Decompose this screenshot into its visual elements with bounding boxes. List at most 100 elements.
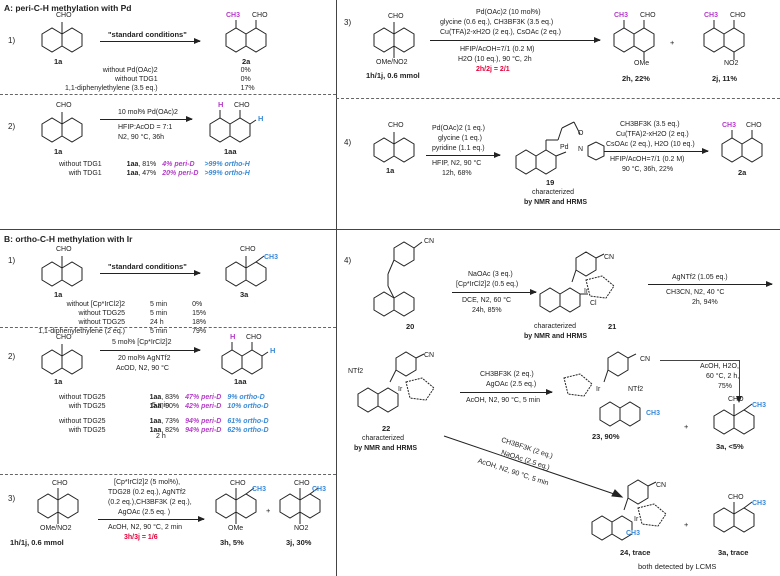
o-label: O <box>578 130 584 137</box>
characterized-label: by NMR and HRMS <box>524 199 587 206</box>
condition-label: DCE, N2, 60 °C <box>462 297 512 304</box>
cho-label: CHO <box>746 122 762 129</box>
section-a-title: A: peri-C-H methylation with Pd <box>4 3 132 13</box>
substituent-label: OMe <box>228 525 244 532</box>
plus-sign: + <box>684 422 689 431</box>
compound-2a: 2a <box>242 57 251 66</box>
compound-1a: 1a <box>54 290 63 299</box>
reaction-number: 3) <box>344 18 352 27</box>
ch3-label: CH3 <box>646 410 661 417</box>
section-divider-right <box>336 229 780 230</box>
ch3-label: CH3 <box>252 486 267 493</box>
reaction-arrow <box>100 38 201 44</box>
condition-label: (0.2 eq.),CH3BF3K (2 eq.), <box>108 499 192 506</box>
time-label: 2 h <box>156 433 166 440</box>
ch3-label: CH3 <box>614 12 629 19</box>
compound-3j: 3j, 30% <box>286 538 312 547</box>
condition-label: 60 °C, 2 h, <box>706 373 740 380</box>
palladacycle-19-structure <box>515 121 605 175</box>
dashed-divider <box>336 98 780 99</box>
condition-label: HFIP:AcOD = 7:1 <box>118 124 173 131</box>
plus-sign: + <box>266 506 271 515</box>
reaction-arrow <box>648 281 773 287</box>
condition-label: [Cp*IrCl2]2 (5 mol%), <box>114 479 181 486</box>
reaction-arrow <box>100 116 193 122</box>
cn-label: CN <box>656 482 667 489</box>
cho-label: CHO <box>56 12 72 19</box>
compound-23: 23, 90% <box>592 432 620 441</box>
dashed-divider <box>0 327 336 328</box>
cho-label: CHO <box>728 396 744 403</box>
compound-1aa: 1aa <box>234 377 247 386</box>
compound-2h: 2h, 22% <box>622 74 650 83</box>
reaction-arrow <box>98 516 205 522</box>
condition-label: 10 mol% Pd(OAc)2 <box>118 109 178 116</box>
product-3a-structure <box>713 403 755 435</box>
compound-3a: 3a, <5% <box>716 442 744 451</box>
condition-label: AgNTf2 (1.05 eq.) <box>672 274 728 281</box>
condition-label: Cu(TFA)2-xH2O (2 eq.), CsOAc (2 eq.) <box>440 29 561 36</box>
reaction-arrow <box>100 347 201 353</box>
condition-label: AcOH, H2O, <box>700 363 739 370</box>
naphthalene-structure <box>37 488 79 524</box>
reaction-number: 3) <box>8 494 16 503</box>
cho-label: CHO <box>730 12 746 19</box>
compound-2a: 2a <box>738 168 747 177</box>
product-2h-structure <box>613 20 655 60</box>
condition-label: 12h, 68% <box>442 170 472 177</box>
ir-label: Ir <box>398 386 403 393</box>
time-label: 5 min <box>152 402 170 409</box>
reaction-number: 1) <box>8 256 16 265</box>
ratio-label: 2h/2j = 2/1 <box>476 66 510 73</box>
condition-label: 20 mol% AgNTf2 <box>118 355 171 362</box>
n-label: N <box>578 146 584 153</box>
lcms-note: both detected by LCMS <box>638 562 717 571</box>
compound-21: 21 <box>608 322 617 331</box>
product-2a-structure <box>721 130 763 163</box>
product-3h-structure <box>215 487 257 524</box>
table-row: 1,1-diphenylethylene (3.5 eq.)17% <box>65 85 255 92</box>
arrow-head <box>736 396 742 403</box>
condition-label: CsOAc (2 eq.), H2O (10 eq.) <box>606 141 695 148</box>
compound-3a: 3a, trace <box>718 548 749 557</box>
condition-label: AcOH, N2, 90 °C, 5 min <box>466 397 540 404</box>
condition-label: CH3CN, N2, 40 °C <box>666 289 725 296</box>
cn-label: CN <box>424 238 435 245</box>
table-row: without TDG25 1aa, 83% 47% peri-D 9% ort… <box>59 394 265 401</box>
condition-label: pyridine (1.1 eq.) <box>432 145 485 152</box>
condition-label: AcOD, N2, 90 °C <box>116 365 169 372</box>
diagonal-arrow <box>443 435 624 498</box>
iridacycle-21-structure <box>539 251 615 313</box>
reaction-arrow <box>430 37 601 43</box>
naphthalene-structure <box>41 22 83 53</box>
condition-label: 24h, 85% <box>472 307 502 314</box>
condition-label: 75% <box>718 383 733 390</box>
cho-label: CHO <box>388 13 404 20</box>
peri-h-label: H <box>218 100 224 109</box>
condition-label: HFIP, N2, 90 °C <box>432 160 482 167</box>
ch3-label: CH3 <box>752 500 767 507</box>
iridium-cation-22-structure <box>357 351 435 413</box>
product-1aa-structure <box>221 342 269 375</box>
ch3-label: CH3 <box>752 402 767 409</box>
condition-label: HFIP/AcOH=7/1 (0.2 M) <box>460 46 535 53</box>
substituent-label: OMe <box>634 60 650 67</box>
dashed-divider <box>0 474 336 475</box>
arrow-branch <box>660 360 740 361</box>
ir-label: Ir <box>596 386 601 393</box>
substituent-label: NO2 <box>724 60 739 67</box>
compound-1a: 1a <box>54 57 63 66</box>
table-row: without TDG25 1aa, 73% 94% peri-D 61% or… <box>59 418 269 425</box>
condition-label: Cu(TFA)2-xH2O (2 eq.) <box>616 131 689 138</box>
ntf2-label: NTf2 <box>348 368 364 375</box>
cho-label: CHO <box>728 494 744 501</box>
substituent-label: OMe/NO2 <box>40 525 72 532</box>
characterized-label: characterized <box>362 435 405 442</box>
cl-label: Cl <box>590 300 597 307</box>
plus-sign: + <box>670 38 675 47</box>
reaction-number: 4) <box>344 256 352 265</box>
